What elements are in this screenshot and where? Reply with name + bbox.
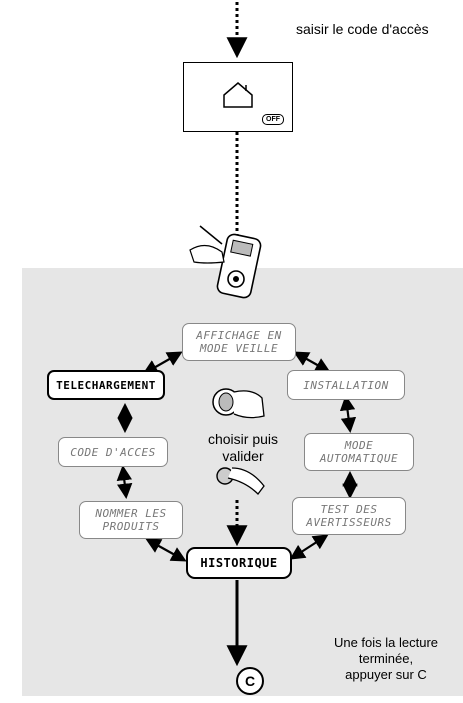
access-code-instruction: saisir le code d'accès xyxy=(296,21,429,37)
menu-nommer-produits[interactable]: NOMMER LES PRODUITS xyxy=(79,501,183,539)
menu-historique[interactable]: HISTORIQUE xyxy=(186,547,292,579)
choose-validate-instruction: choisir puis valider xyxy=(207,431,279,464)
press-button-hand-icon xyxy=(216,467,265,495)
menu-affichage-veille[interactable]: AFFICHAGE EN MODE VEILLE xyxy=(182,323,296,361)
menu-test-avertisseurs[interactable]: TEST DES AVERTISSEURS xyxy=(292,497,406,535)
keypad-device-icon xyxy=(189,225,262,299)
rotate-knob-hand-icon xyxy=(212,388,265,419)
menu-telechargement[interactable]: TELECHARGEMENT xyxy=(47,370,165,400)
menu-mode-automatique[interactable]: MODE AUTOMATIQUE xyxy=(304,433,414,471)
home-icon xyxy=(223,82,253,108)
keypad-screen: OFF xyxy=(183,62,293,132)
c-button[interactable]: C xyxy=(236,667,264,695)
menu-code-acces[interactable]: CODE D'ACCES xyxy=(58,437,168,467)
menu-installation[interactable]: INSTALLATION xyxy=(287,370,405,400)
off-indicator: OFF xyxy=(262,114,284,125)
end-reading-instruction: Une fois la lecture terminée, appuyer su… xyxy=(333,635,439,682)
